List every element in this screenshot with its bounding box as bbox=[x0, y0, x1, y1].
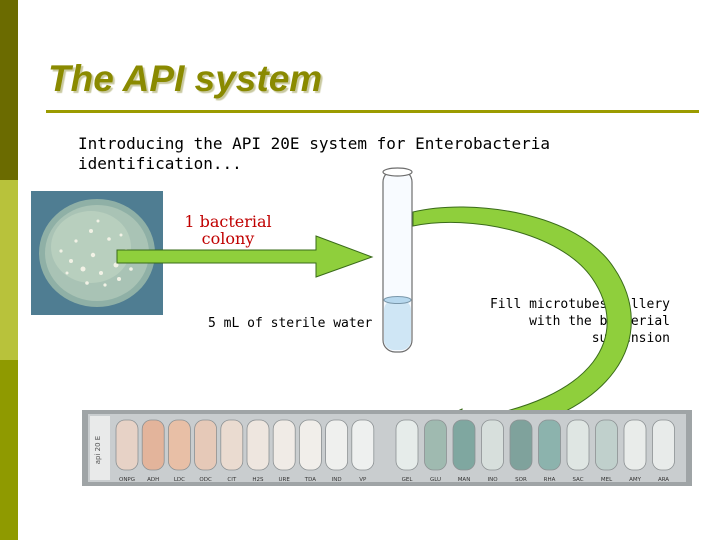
title-underline bbox=[46, 110, 699, 113]
strip-test-label: ODC bbox=[199, 477, 212, 483]
strip-test-label: LDC bbox=[174, 477, 185, 483]
sidebar-band-middle bbox=[0, 180, 18, 360]
microtube-man bbox=[452, 419, 476, 471]
api-strip-image: api 20 E ONPG ADH LDC ODC CIT H2S URE TDA IND VP G… bbox=[82, 410, 692, 486]
sidebar-band-top bbox=[0, 0, 18, 180]
water-label: 5 mL of sterile water bbox=[208, 316, 373, 331]
sidebar-band-bottom bbox=[0, 360, 18, 540]
microtube-ino bbox=[481, 419, 504, 471]
strip-test-label: SAC bbox=[572, 477, 583, 483]
microtube-cit bbox=[220, 419, 244, 471]
sidebar-decoration bbox=[0, 0, 18, 540]
strip-test-label: GEL bbox=[402, 477, 414, 483]
strip-test-label: AMY bbox=[629, 477, 642, 483]
petri-dish-image bbox=[31, 191, 163, 315]
microtube-h2s bbox=[246, 419, 270, 471]
microtube-gel bbox=[395, 419, 419, 471]
microtube-ara bbox=[652, 419, 675, 471]
microtube-adh bbox=[141, 419, 165, 471]
microtube-sor bbox=[509, 419, 533, 471]
strip-test-label: MAN bbox=[458, 477, 471, 483]
strip-test-label: MEL bbox=[601, 477, 613, 483]
microtube-ind bbox=[325, 419, 349, 471]
strip-test-label: ADH bbox=[147, 477, 159, 483]
microtube-rha bbox=[538, 419, 561, 471]
strip-test-label: SOR bbox=[515, 477, 527, 483]
strip-test-label: ONPG bbox=[119, 477, 135, 483]
microtube-ldc bbox=[168, 419, 191, 471]
strip-test-label: TDA bbox=[304, 477, 316, 483]
microtube-tda bbox=[298, 419, 322, 471]
microtube-sac bbox=[566, 419, 590, 471]
microtube-amy bbox=[623, 419, 647, 471]
strip-test-label: GLU bbox=[430, 477, 441, 483]
strip-test-label: H2S bbox=[252, 477, 264, 483]
test-tube-icon bbox=[382, 167, 413, 353]
strip-test-label: VP bbox=[359, 477, 367, 483]
arrow-to-tube-icon bbox=[116, 235, 374, 278]
colony-label: 1 bacterial colony bbox=[184, 212, 272, 248]
strip-test-label: ARA bbox=[658, 477, 669, 483]
strip-brand: api 20 E bbox=[94, 436, 102, 464]
strip-test-label: INO bbox=[487, 477, 498, 483]
microtube-onpg bbox=[115, 419, 139, 471]
strip-test-label: CIT bbox=[227, 477, 236, 483]
strip-test-label: RHA bbox=[544, 477, 556, 483]
microtube-mel bbox=[595, 419, 618, 471]
strip-test-label: IND bbox=[332, 477, 342, 483]
strip-test-label: URE bbox=[279, 477, 291, 483]
microtube-glu bbox=[424, 419, 447, 471]
microtube-ure bbox=[272, 419, 296, 471]
microtube-vp bbox=[351, 419, 375, 471]
microtube-odc bbox=[194, 419, 217, 471]
intro-text: Introducing the API 20E system for Enter… bbox=[78, 134, 551, 173]
slide-title: The API system bbox=[48, 58, 323, 99]
